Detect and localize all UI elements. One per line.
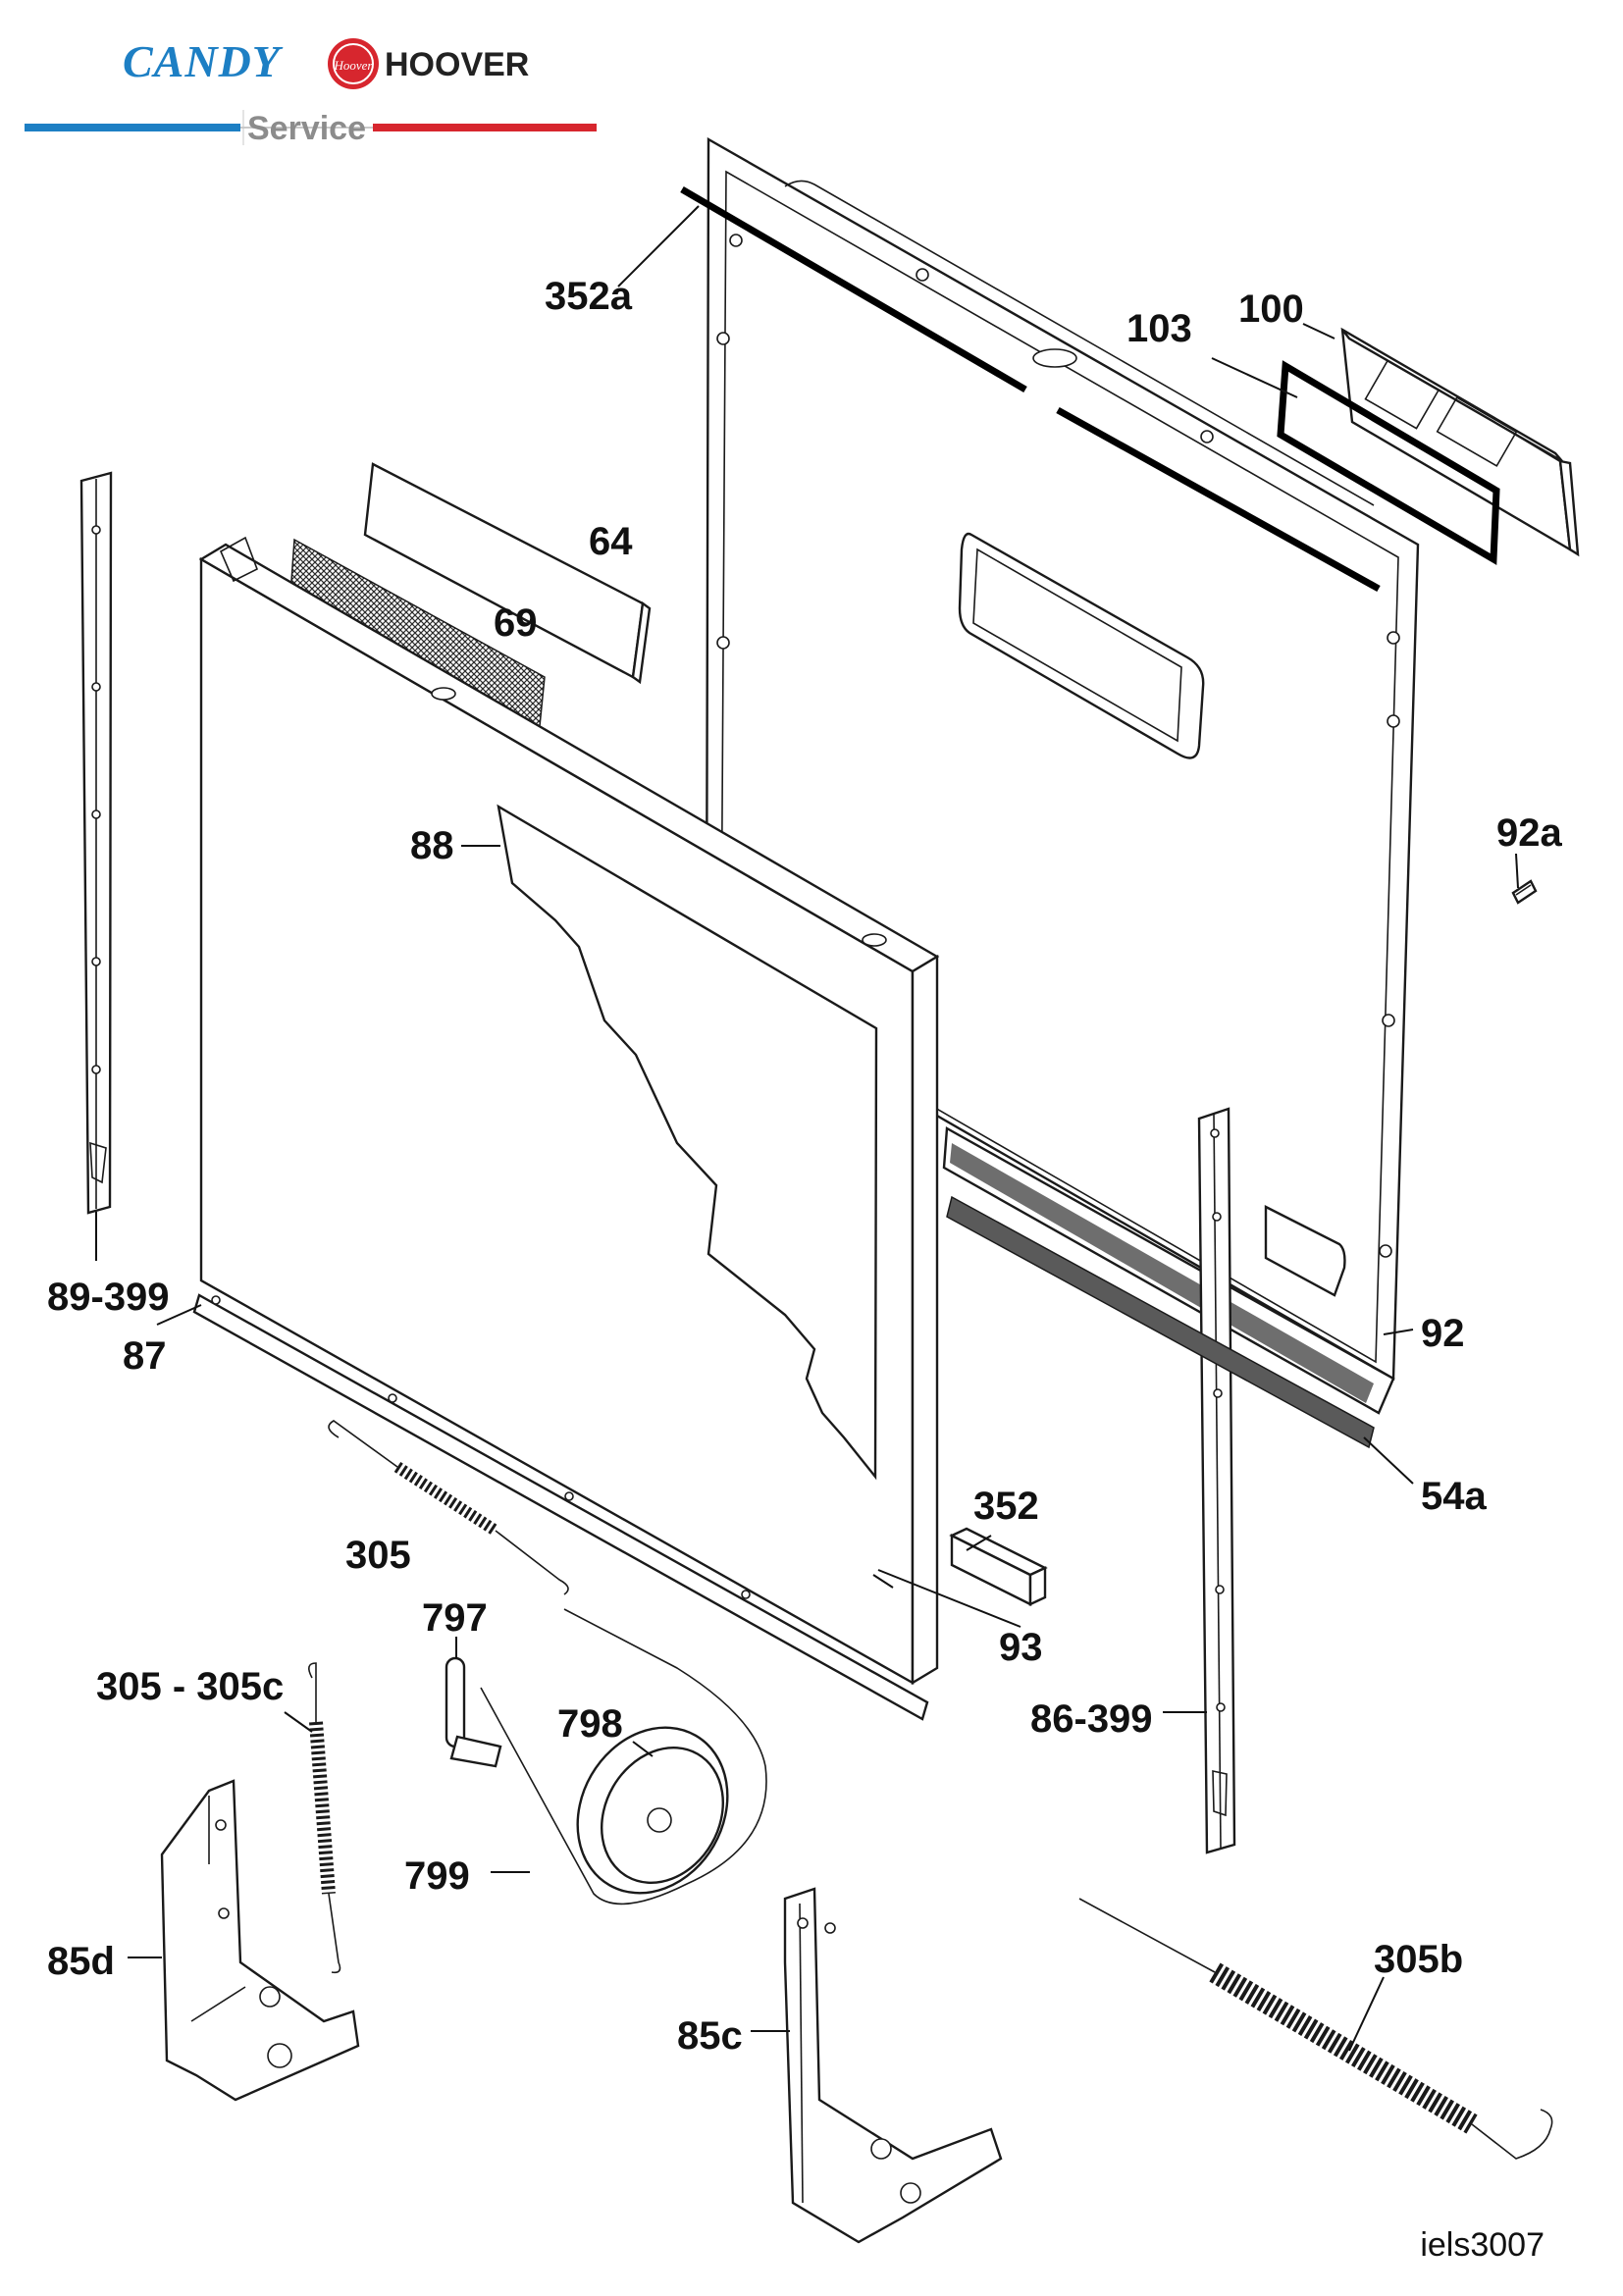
- callout-352: 352: [973, 1485, 1039, 1528]
- drawing-code: iels3007: [1420, 2226, 1544, 2264]
- callout-93: 93: [999, 1626, 1043, 1669]
- connector-352: [949, 1527, 1048, 1606]
- callout-54a: 54a: [1421, 1475, 1487, 1518]
- callout-88: 88: [410, 824, 454, 867]
- control-seal-103: [1277, 360, 1500, 565]
- spring-305-305c: [308, 1662, 341, 1974]
- callout-352a: 352a: [545, 275, 633, 318]
- glass-panel-88: [497, 804, 878, 1481]
- callout-305b: 305b: [1374, 1938, 1463, 1981]
- control-panel-100: [1340, 327, 1580, 557]
- outer-door-panel: [198, 536, 940, 1686]
- callout-85d: 85d: [47, 1940, 115, 1983]
- callout-797: 797: [422, 1596, 488, 1640]
- gasket-352a: [680, 185, 1381, 593]
- callout-89-399: 89-399: [47, 1276, 170, 1319]
- callout-85c: 85c: [677, 2014, 743, 2058]
- service-text: Service: [247, 110, 366, 147]
- callout-92a: 92a: [1496, 811, 1562, 855]
- screw-92a-icon: [1511, 879, 1538, 905]
- callout-64: 64: [589, 520, 633, 563]
- hoover-badge-icon: Hoover: [328, 38, 379, 89]
- hoover-logo: HOOVER: [385, 46, 529, 83]
- hinge-85d: [160, 1779, 360, 2102]
- left-side-profile-89-399: [79, 471, 113, 1215]
- spring-305b: [1078, 1898, 1553, 2160]
- callout-86-399: 86-399: [1030, 1697, 1153, 1741]
- callout-100: 100: [1238, 287, 1304, 331]
- callout-798: 798: [557, 1702, 623, 1746]
- pulley-798: [576, 1726, 729, 1895]
- hinge-85c: [783, 1887, 1003, 2244]
- hoover-badge-text: Hoover: [334, 58, 374, 73]
- callout-87: 87: [123, 1334, 167, 1378]
- callout-103: 103: [1126, 307, 1192, 350]
- brand-header: CANDY Hoover HOOVER Service: [25, 36, 597, 147]
- candy-logo: CANDY: [123, 36, 284, 86]
- cable-799: [480, 1608, 767, 1905]
- link-797: [445, 1656, 502, 1768]
- spring-305: [328, 1420, 569, 1595]
- leader-lines: [95, 205, 1519, 2052]
- gasket-strip-54a: [946, 1195, 1375, 1449]
- right-side-profile-86-399: [1197, 1107, 1236, 1854]
- callout-305: 305: [345, 1534, 411, 1577]
- callout-92: 92: [1421, 1312, 1465, 1355]
- callout-69: 69: [494, 601, 538, 645]
- callout-305-305c: 305 - 305c: [96, 1665, 284, 1708]
- callout-799: 799: [404, 1854, 470, 1898]
- callout-labels: 352a 100 103 64 69 92a 88 89-399 87 92 5…: [47, 275, 1562, 2058]
- insulation-64: [363, 462, 652, 685]
